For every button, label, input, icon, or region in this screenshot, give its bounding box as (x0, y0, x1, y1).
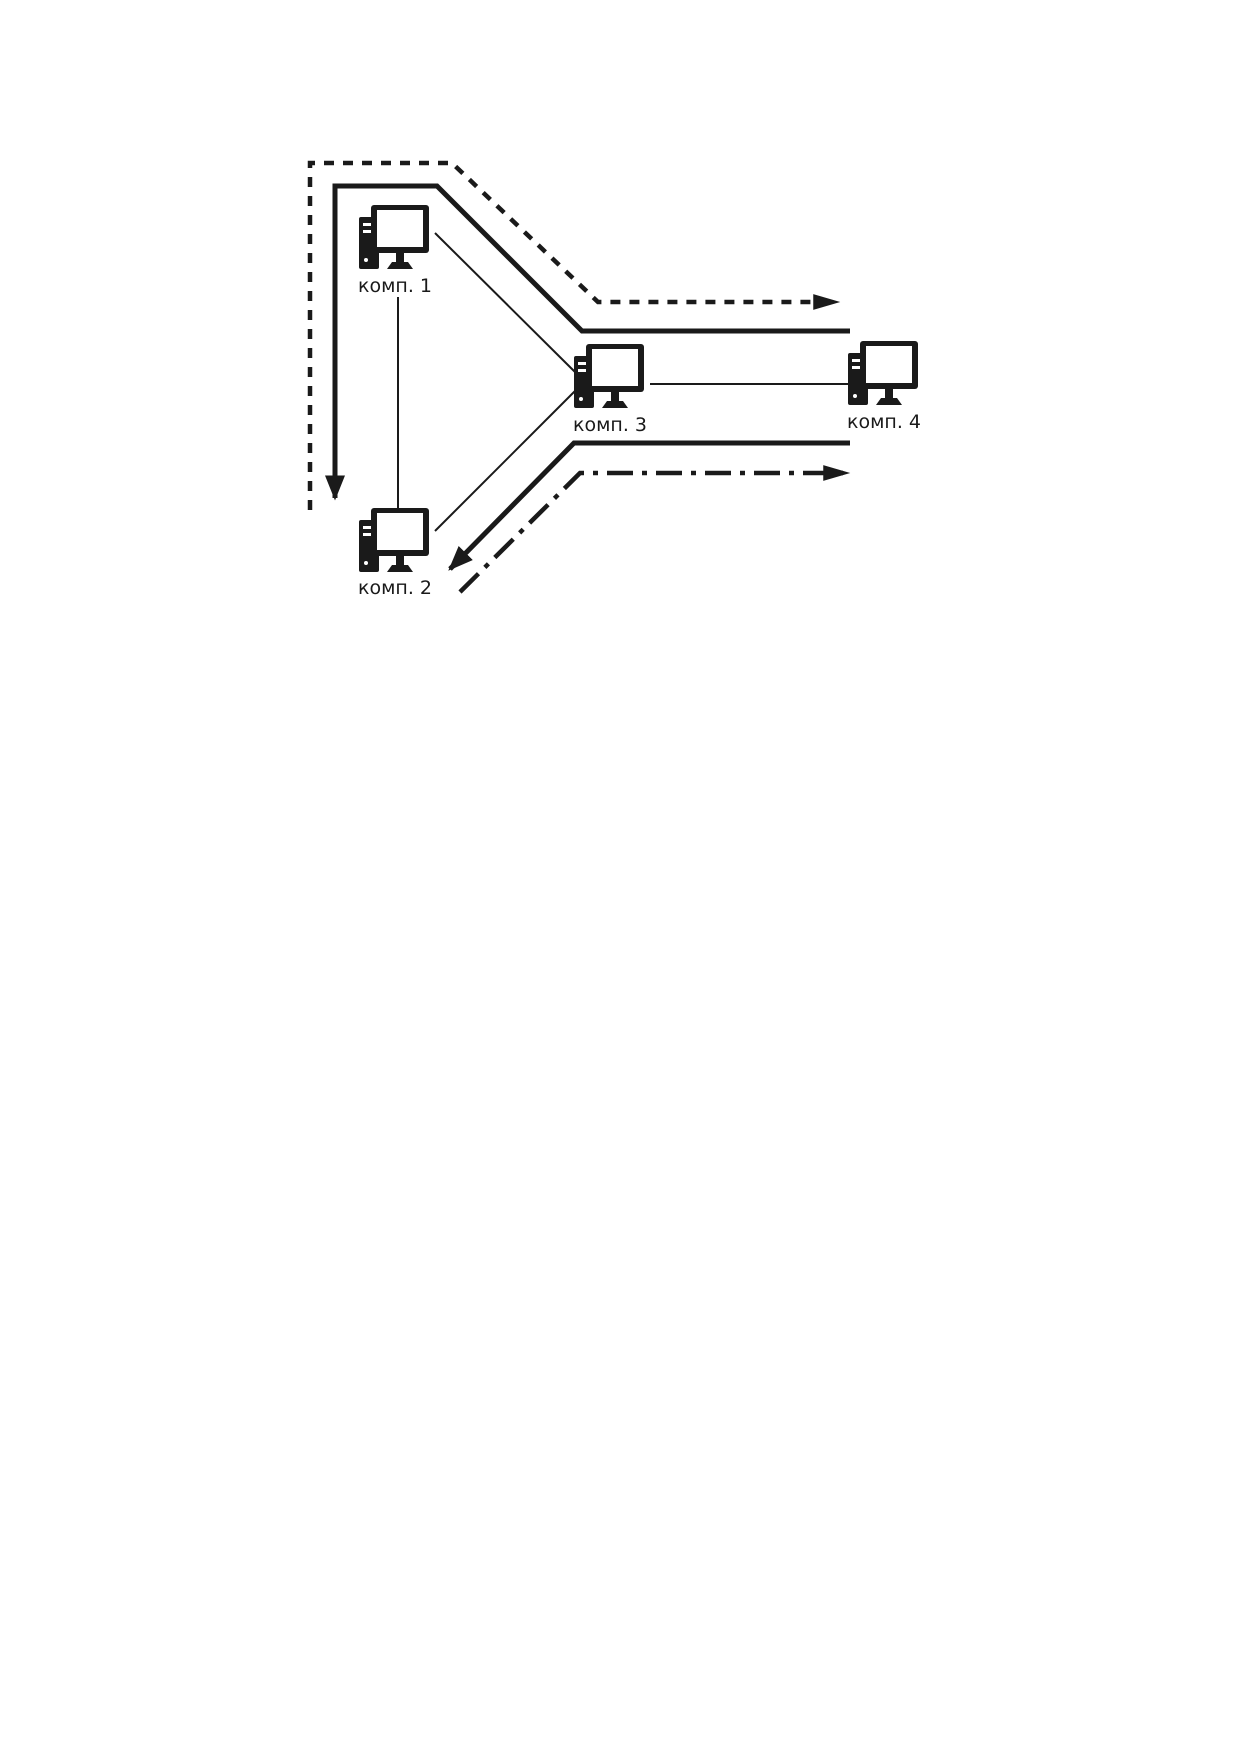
routes-layer (307, 160, 851, 594)
route-solid-upper-path (325, 183, 850, 501)
node-label: комп. 4 (847, 411, 921, 433)
node-label: комп. 3 (573, 414, 647, 436)
node-comp1: комп. 1 (358, 205, 432, 297)
link-comp2-comp3 (434, 390, 576, 532)
node-label: комп. 1 (358, 275, 432, 297)
desktop-computer-icon (848, 341, 918, 405)
desktop-computer-icon (359, 508, 429, 572)
link-comp1-comp3 (434, 232, 576, 373)
node-comp2: комп. 2 (358, 508, 432, 599)
desktop-computer-icon (574, 344, 644, 408)
route-dotted-path (307, 160, 841, 510)
node-label: комп. 2 (358, 577, 432, 599)
route-solid-lower-path (448, 440, 850, 571)
desktop-computer-icon (359, 205, 429, 269)
route-dashdot-path (458, 465, 851, 594)
links-layer (397, 232, 848, 532)
node-comp3: комп. 3 (573, 344, 647, 436)
node-comp4: комп. 4 (847, 341, 921, 433)
